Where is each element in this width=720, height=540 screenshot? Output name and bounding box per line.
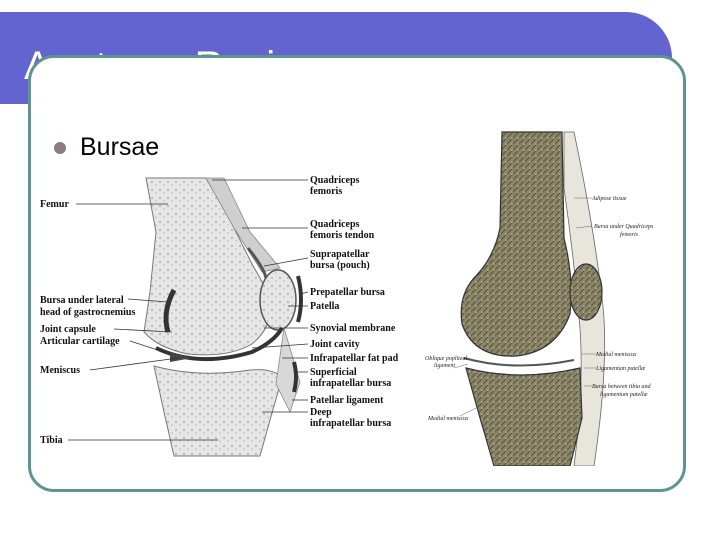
- gray-label-medial-meniscus-r: Medial meniscus: [595, 352, 637, 358]
- gray-label-bursa-tibia-1: Bursa between tibia and: [592, 384, 651, 390]
- left-leader-lines: [68, 203, 218, 441]
- label-superficial-2: infrapatellar bursa: [310, 378, 391, 389]
- bursa-gastroc-shape: [163, 288, 177, 333]
- gray-label-bursa-quad-1: Bursa under Quadriceps: [594, 224, 654, 230]
- label-superficial-1: Superficial: [310, 367, 357, 378]
- knee-sagittal-diagram: Femur Bursa under lateral head of gastro…: [40, 175, 399, 457]
- gray-label-oblique-2: ligament: [434, 363, 455, 369]
- gray-label-bursa-tibia-2: ligamentum patellæ: [600, 392, 648, 398]
- prepatellar-bursa-shape: [296, 275, 303, 323]
- gray-label-bursa-quad-2: femoris: [620, 231, 639, 238]
- gray-joint-space-shape: [463, 357, 575, 367]
- bullet-item: Bursae: [54, 133, 159, 162]
- patella-shape: [259, 269, 297, 331]
- label-deep-1: Deep: [310, 407, 332, 418]
- label-bursa-lateral-2: head of gastrocnemius: [40, 307, 135, 318]
- femur-shape: [143, 177, 272, 356]
- bullet-text: Bursae: [80, 133, 160, 161]
- label-synovial-membrane: Synovial membrane: [310, 323, 396, 334]
- label-patella: Patella: [310, 301, 339, 312]
- gray-label-adipose: Adipose tissue: [591, 196, 627, 202]
- tibia-shape: [153, 365, 283, 457]
- label-femur: Femur: [40, 199, 69, 210]
- label-deep-2: infrapatellar bursa: [310, 418, 391, 429]
- superficial-infrapatellar-bursa-shape: [292, 361, 298, 393]
- label-fat-pad: Infrapatellar fat pad: [310, 353, 399, 364]
- label-quadriceps-2: femoris: [310, 186, 342, 197]
- gray-label-oblique-1: Oblique popliteal: [425, 356, 467, 362]
- label-meniscus: Meniscus: [40, 365, 80, 376]
- knee-section-illustration: Adipose tissue Bursa under Quadriceps fe…: [424, 128, 676, 466]
- gray-label-lig-patellae: Ligamentum patellæ: [595, 366, 645, 372]
- label-quad-tendon-2: femoris tendon: [310, 230, 375, 241]
- gray-leader-lines: [453, 197, 596, 417]
- label-tibia: Tibia: [40, 435, 63, 446]
- label-prepatellar-bursa: Prepatellar bursa: [310, 287, 385, 298]
- label-quad-tendon-1: Quadriceps: [310, 219, 360, 230]
- label-bursa-lateral-1: Bursa under lateral: [40, 295, 124, 306]
- bullet-dot-icon: [54, 141, 66, 154]
- gray-label-medial-meniscus-l: Medial meniscus: [427, 416, 469, 422]
- meniscus-shape: [170, 352, 192, 362]
- label-joint-cavity: Joint cavity: [310, 339, 360, 350]
- quad-tendon-shape: [205, 177, 281, 273]
- label-quadriceps-1: Quadriceps: [310, 175, 360, 186]
- label-patellar-ligament: Patellar ligament: [310, 395, 384, 406]
- gray-tibia-shape: [465, 367, 583, 466]
- right-leader-lines: [212, 179, 309, 413]
- label-suprapatellar-1: Suprapatellar: [310, 249, 370, 260]
- label-suprapatellar-2: bursa (pouch): [310, 260, 370, 271]
- suprapatellar-bursa-shape: [246, 247, 268, 279]
- gray-patella-shape: [569, 263, 603, 321]
- label-articular-cartilage: Articular cartilage: [40, 336, 120, 347]
- label-joint-capsule: Joint capsule: [40, 324, 96, 335]
